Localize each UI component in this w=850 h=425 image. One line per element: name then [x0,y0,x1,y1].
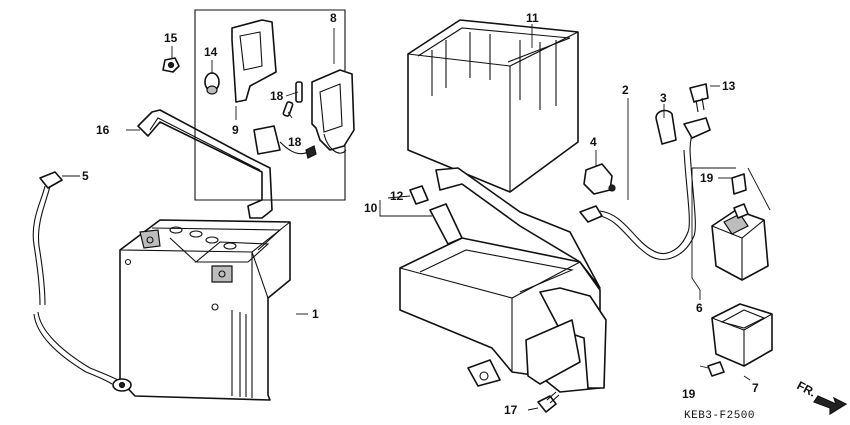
diagram-code: KEB3-F2500 [684,410,755,422]
battery-cable [32,171,132,392]
fuse-pins [282,81,303,117]
callout-13: 13 [722,79,736,93]
callout-18-lower: 18 [288,135,302,149]
callout-16: 16 [96,123,110,137]
callout-18-upper: 18 [270,89,284,103]
clip [409,185,429,205]
fuse-upper [731,173,747,195]
front-direction-arrow: FR. [795,378,848,416]
relay-cable [579,117,711,260]
rubber-cap [655,109,677,145]
callouts: 1 2 3 4 5 6 7 8 9 10 11 12 13 14 15 16 1… [82,11,759,417]
nut [162,57,180,73]
callout-4: 4 [590,135,597,149]
callout-8: 8 [330,11,337,25]
callout-15: 15 [164,31,178,45]
battery [119,219,291,401]
callout-19-upper: 19 [700,171,714,185]
bolt-17 [537,391,560,413]
callout-17: 17 [504,403,518,417]
callout-12: 12 [390,189,404,203]
terminal [583,163,616,195]
battery-case [407,19,579,193]
callout-5: 5 [82,169,89,183]
leader-lines [62,24,751,411]
cover-bracket [231,19,277,103]
callout-7: 7 [752,381,759,395]
fuse-lower [707,361,725,377]
callout-9: 9 [232,123,239,137]
bolt-13 [689,83,709,113]
callout-2: 2 [622,83,629,97]
callout-11: 11 [526,11,539,25]
front-label: FR. [795,378,819,399]
relay-cover-frame [194,9,346,201]
starter-relay [711,203,769,281]
relay-cover [711,303,773,367]
callout-3: 3 [660,91,667,105]
battery-tray [399,167,607,393]
battery-strap [137,109,273,219]
connector-wire [253,125,317,159]
relay-holder [311,69,355,154]
callout-19-lower: 19 [682,387,696,401]
callout-1: 1 [312,307,319,321]
group-bracket-6b [747,167,771,211]
group-bracket-6 [691,167,736,291]
callout-6: 6 [696,301,703,315]
callout-10: 10 [364,201,378,215]
callout-14: 14 [204,45,218,59]
grommet [204,72,220,95]
